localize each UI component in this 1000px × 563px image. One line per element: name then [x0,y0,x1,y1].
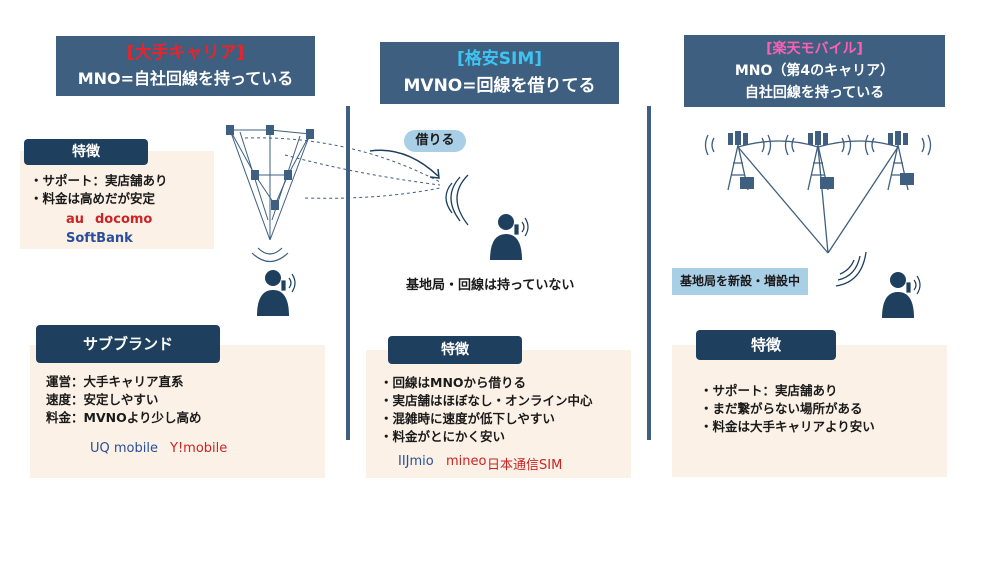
brand-uq-mobile: UQ mobile [90,441,158,456]
person-phone-icon [257,270,296,316]
divider-left [346,106,350,440]
right-station-label: 基地局を新設・増設中 [672,268,808,295]
right-features-list: ・サポート：実店舗あり ・まだ繋がらない場所がある ・料金は大手キャリアより安い [700,382,875,436]
brand-softbank: SoftBank [66,231,133,246]
middle-title-box: [格安SIM] MVNO=回線を借りてる [380,42,619,104]
left-subbrand-pill: サブブランド [36,325,220,363]
left-title-accent: [大手キャリア] [126,43,245,63]
divider-right [647,106,651,440]
borrow-label: 借りる [404,130,466,152]
brand-au: au [66,212,85,227]
left-features-pill: 特徴 [24,139,148,165]
right-title-accent: [楽天モバイル] [766,41,863,57]
cell-tower-network-icon [704,131,932,254]
middle-feature-item: ・混雑時に速度が低下しやすい [380,411,555,426]
right-title-line2: 自社回線を持っている [744,85,885,101]
middle-features-pill: 特徴 [388,336,522,364]
left-title-main: MNO=自社回線を持っている [77,69,294,88]
right-feature-item: ・まだ繋がらない場所がある [700,401,863,416]
right-feature-item: ・サポート：実店舗あり [700,383,838,398]
brand-iijmio: IIJmio [398,454,434,469]
right-title-line1: MNO（第4のキャリア） [734,63,895,79]
right-features-panel [672,345,947,477]
brand-docomo: docomo [95,212,153,227]
brand-nihon-tsushin-sim: 日本通信SIM [487,458,563,473]
middle-title-accent: [格安SIM] [456,49,543,69]
person-phone-icon [490,214,529,260]
borrow-arrow-icon [369,149,440,179]
middle-title-main: MVNO=回線を借りてる [403,76,596,96]
middle-feature-item: ・回線はMNOから借りる [380,375,527,390]
brand-mineo: mineo [446,454,487,469]
left-features-panel [20,151,214,249]
right-features-pill: 特徴 [696,330,836,360]
left-features-list: ・サポート：実店舗あり ・料金は高めだが安定 [30,172,168,208]
left-subbrand-item: 速度：安定しやすい [46,392,159,407]
right-feature-item: ・料金は大手キャリアより安い [700,419,875,434]
middle-features-list: ・回線はMNOから借りる ・実店舗はほぼなし・オンライン中心 ・混雑時に速度が低… [380,374,593,446]
brand-ymobile: Y!mobile [170,441,228,456]
signal-waves-icon [445,174,469,226]
signal-waves-icon [835,251,867,287]
middle-station-caption: 基地局・回線は持っていない [406,278,575,293]
person-phone-icon [882,272,921,318]
left-subbrand-panel [30,345,325,478]
left-feature-item: ・料金は高めだが安定 [30,191,156,206]
middle-features-panel [366,350,631,478]
dashed-connection-lines [244,137,441,199]
left-feature-item: ・サポート：実店舗あり [30,173,168,188]
left-subbrand-list: 運営：大手キャリア直系 速度：安定しやすい 料金：MVNOより少し高め [46,373,201,427]
middle-feature-item: ・料金がとにかく安い [380,429,506,444]
left-subbrand-item: 運営：大手キャリア直系 [46,374,184,389]
right-title-box: [楽天モバイル] MNO（第4のキャリア） 自社回線を持っている [684,35,945,107]
middle-feature-item: ・実店舗はほぼなし・オンライン中心 [380,393,593,408]
left-title-box: [大手キャリア] MNO=自社回線を持っている [56,36,315,96]
left-subbrand-item: 料金：MVNOより少し高め [46,410,202,425]
